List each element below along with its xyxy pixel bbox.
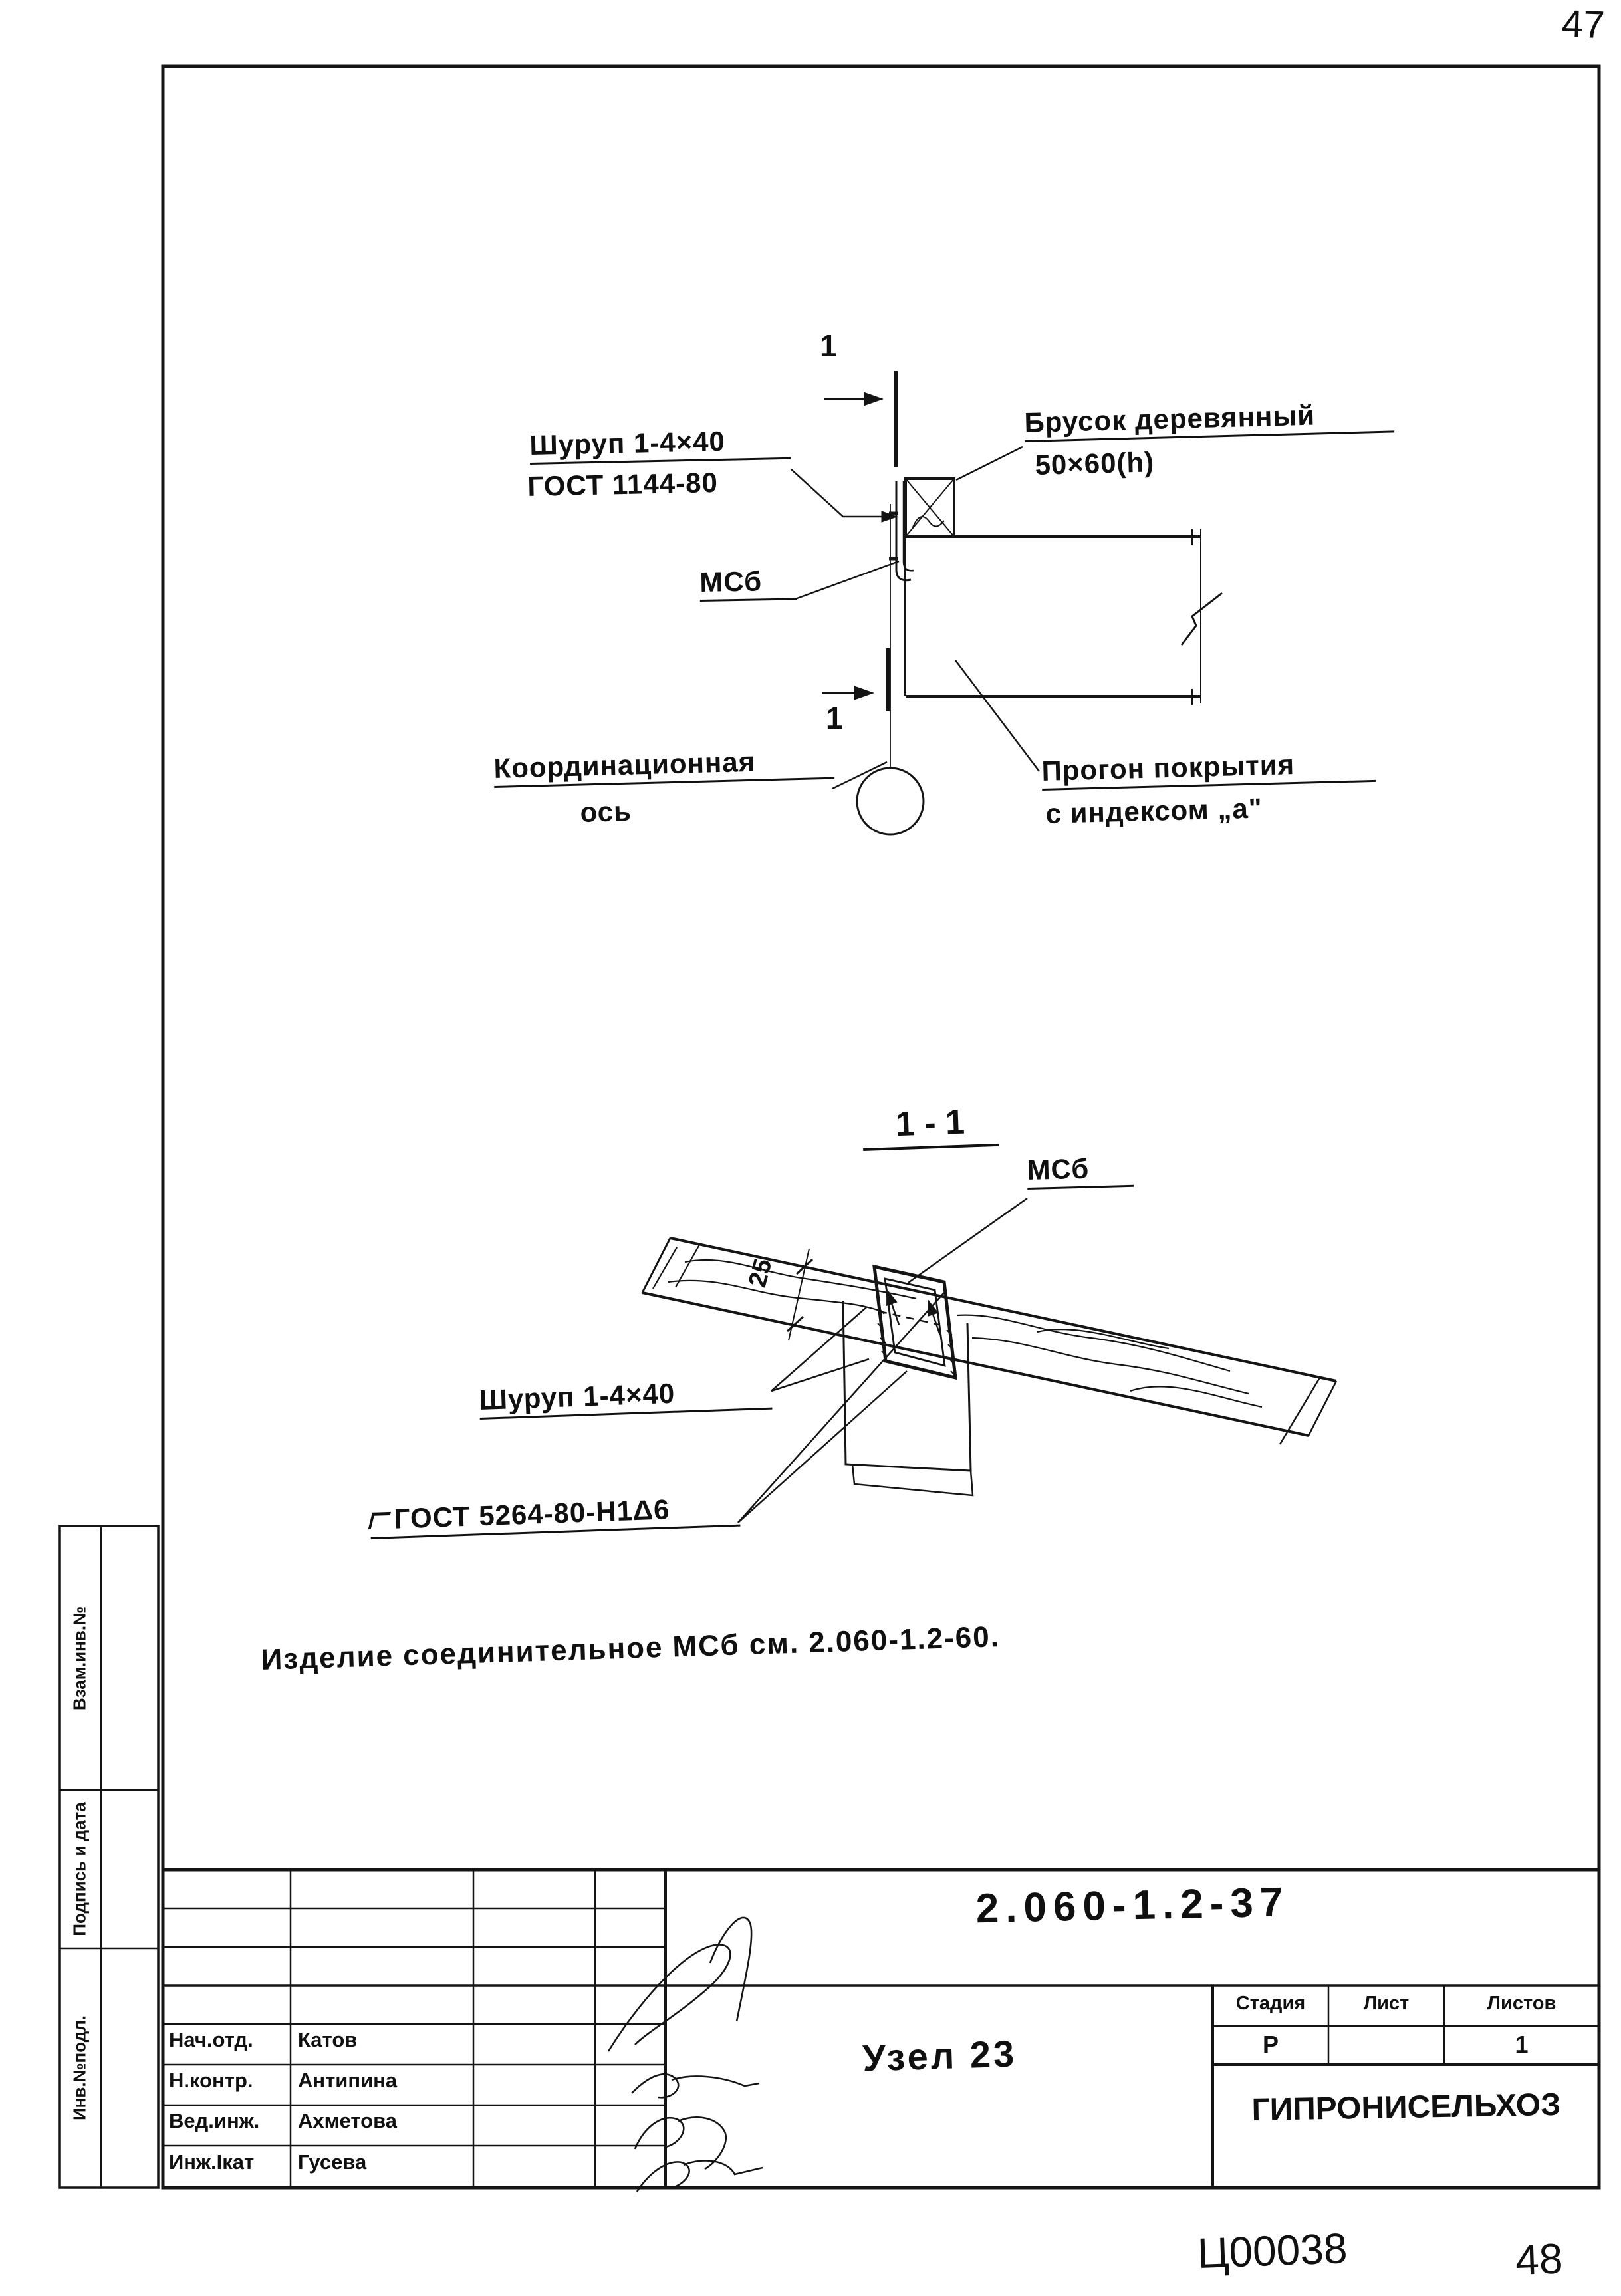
sign-role-3: Вед.инж. [169,2109,260,2132]
section-title: 1 - 1 [862,1103,999,1151]
page-corner-number: 47 [1560,2,1606,47]
sign-name-1: Катов [298,2028,358,2051]
sign-name-4: Гусева [298,2150,367,2174]
label-connector-section: МСб [1027,1153,1134,1190]
stamp-page-number: 48 [1514,2234,1564,2284]
section-digit-bottom: 1 [826,701,843,735]
sidebar-cell-podpis: Подпись и дата [69,1802,90,1936]
sign-role-2: Н.контр. [169,2069,253,2092]
sign-role-4: Инж.Iкат [169,2150,255,2174]
signature-strokes [607,1916,763,2192]
label-screw-line1: Шуруп 1-4×40 [529,425,791,465]
frame-border [161,64,1601,2190]
label-block-line2: 50×60(h) [1034,446,1155,481]
label-purlin-line2: с индексом „а" [1045,792,1263,829]
label-axis-line2: ось [579,795,632,828]
sidebar-cell-inv: Инв.№подл. [69,2015,90,2121]
sign-name-2: Антипина [298,2069,398,2092]
label-connector-upper: МСб [699,565,797,602]
stage-value: Р [1262,2031,1279,2058]
sidebar-cell-vzam: Взам.инв.№ [69,1606,90,1711]
axis-bubble [856,767,925,836]
stage-label: Стадия [1235,1993,1306,2014]
sign-role-1: Нач.отд. [169,2028,253,2051]
label-screw-line2: ГОСТ 1144-80 [527,467,719,502]
weld-symbol-icon [368,1511,391,1530]
organization-name: ГИПРОНИСЕЛЬХОЗ [1251,2087,1561,2128]
section-digit-top: 1 [820,328,837,363]
connector-plate [872,1264,957,1380]
sheets-label: Листов [1487,1993,1557,2014]
sheet-label: Лист [1363,1993,1410,2014]
sheets-value: 1 [1515,2031,1529,2058]
sign-name-3: Ахметова [298,2109,397,2132]
stamp-code: Ц00038 [1196,2224,1348,2277]
